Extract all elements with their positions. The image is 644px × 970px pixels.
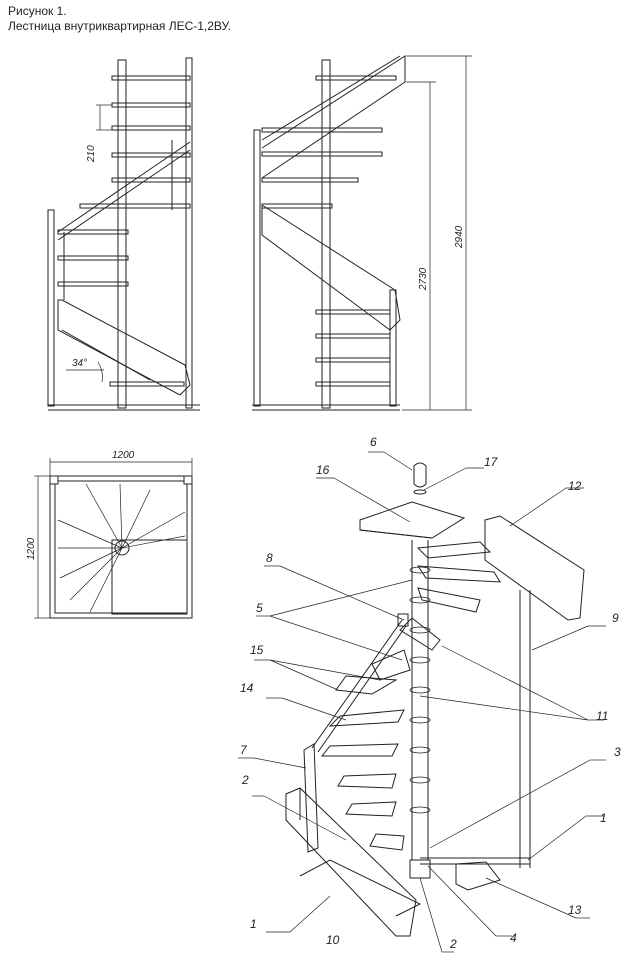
dim-plan-depth: 1200	[26, 537, 37, 560]
isometric-view	[285, 462, 585, 937]
callout-13: 13	[568, 903, 582, 917]
dim-2940: 2940	[454, 225, 465, 249]
dim-210: 210	[86, 145, 97, 163]
callout-6: 6	[370, 435, 377, 449]
callout-1a: 1	[250, 917, 257, 931]
dim-34: 34°	[72, 358, 87, 369]
callout-9: 9	[612, 611, 619, 625]
callout-numbers: 1 1 2 2 3 4 5 6 7 8 9 10 11 12 13 14 15 …	[240, 435, 621, 951]
plan-view: 1200 1200	[26, 450, 193, 619]
callout-8: 8	[266, 551, 273, 565]
callout-4: 4	[510, 931, 517, 945]
callout-7: 7	[240, 743, 248, 757]
front-elevation: 210 34°	[47, 57, 200, 411]
dim-step-spacing	[96, 104, 112, 131]
side-elevation: 2730 2940	[252, 55, 472, 411]
callout-3: 3	[614, 745, 621, 759]
leader-lines	[238, 451, 606, 953]
callout-11: 11	[596, 709, 608, 723]
dim-2730: 2730	[418, 267, 429, 291]
callout-2a: 2	[241, 773, 249, 787]
callout-16: 16	[316, 463, 330, 477]
callout-15: 15	[250, 643, 264, 657]
iso-treads	[320, 541, 501, 851]
callout-17: 17	[484, 455, 499, 469]
figure-label: Рисунок 1.	[8, 4, 67, 18]
front-treads	[57, 75, 191, 387]
callout-14: 14	[240, 681, 254, 695]
dim-angle	[66, 361, 104, 383]
callout-1b: 1	[600, 811, 607, 825]
dim-plan-width: 1200	[112, 450, 135, 461]
callout-5: 5	[256, 601, 263, 615]
callout-12: 12	[568, 479, 582, 493]
dim-heights	[402, 55, 472, 411]
callout-2b: 2	[449, 937, 457, 951]
side-treads	[261, 75, 397, 387]
figure-caption: Лестница внутриквартирная ЛЕС-1,2ВУ.	[8, 19, 231, 33]
callout-10: 10	[326, 933, 340, 947]
